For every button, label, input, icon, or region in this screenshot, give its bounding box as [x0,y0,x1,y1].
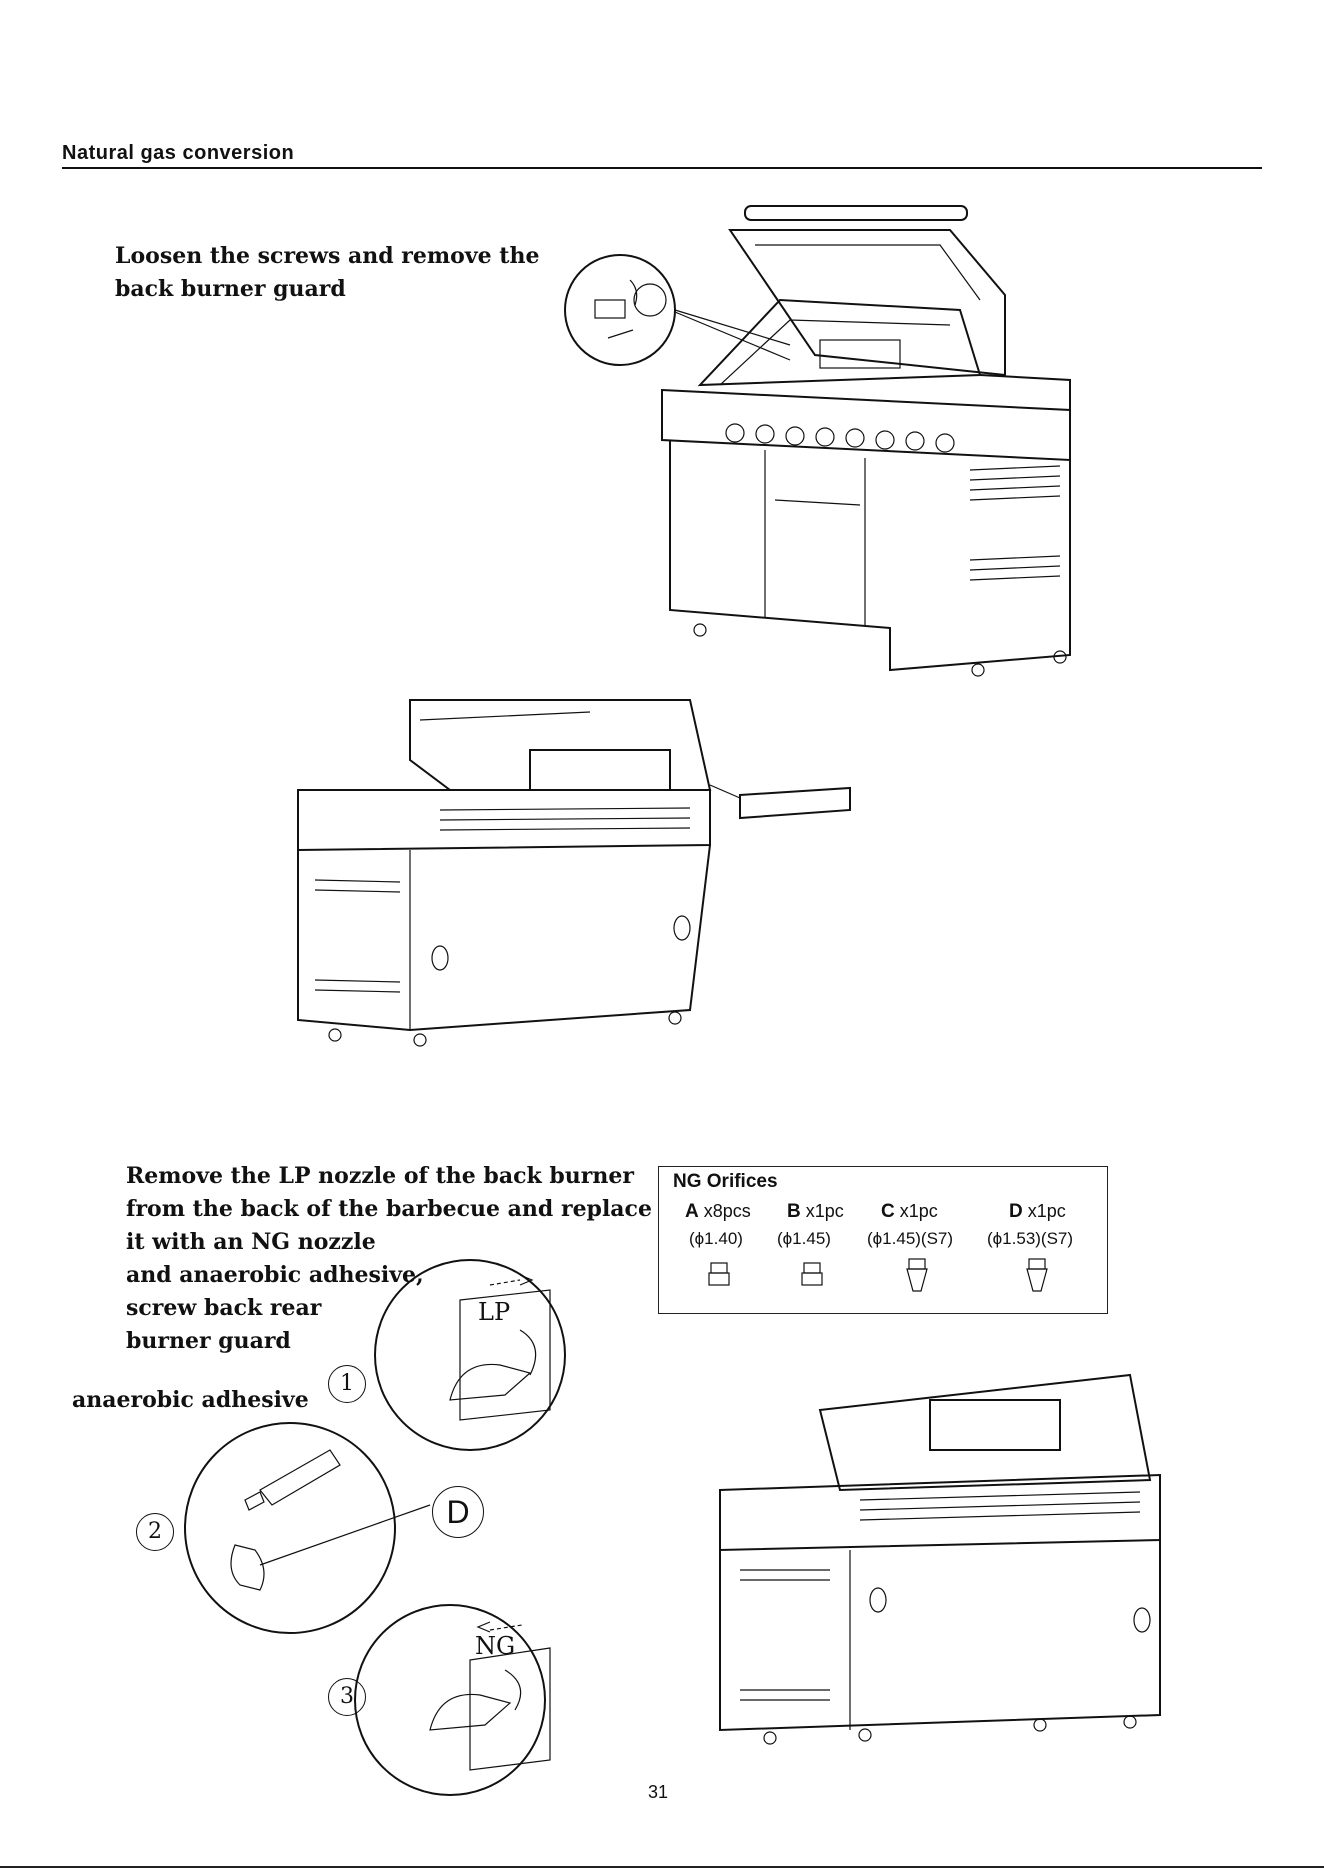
section-title: Natural gas conversion [62,142,295,164]
adhesive-detail-circle [184,1422,396,1634]
step2-line-2: from the back of the barbecue and replac… [126,1196,652,1222]
orifice-size-b: (ϕ1.45) [777,1229,831,1248]
orifice-size-d: (ϕ1.53)(S7) [987,1229,1074,1248]
orifice-qty: x1pc [805,1201,844,1221]
step1-line-2: back burner guard [115,276,346,302]
nozzle-b-icon [801,1262,823,1286]
step-callout-2: 2 [136,1513,174,1551]
orifice-d-callout-label: D [446,1494,470,1530]
orifice-size-c: (ϕ1.45)(S7) [867,1229,954,1248]
ng-label: NG [475,1632,516,1660]
orifice-size-a: (ϕ1.40) [689,1229,743,1248]
orifice-d-callout: D [432,1486,484,1538]
step1-line-1: Loosen the screws and remove the [115,243,540,269]
orifice-letter: D [1009,1201,1023,1222]
orifice-qty: x8pcs [703,1201,751,1221]
orifice-letter: C [881,1201,895,1222]
orifice-letter: A [685,1201,699,1222]
orifice-item-c: C x1pc [881,1201,938,1223]
orifice-letter: B [787,1201,801,1222]
step-callout-1: 1 [328,1365,366,1403]
nozzle-c-icon [906,1258,928,1292]
step-callout-2-label: 2 [148,1519,162,1544]
step-callout-3-label: 3 [340,1684,354,1709]
grill-front-illustration [564,205,1071,677]
step2-line-6: burner guard [126,1328,291,1354]
step2-line-3: it with an NG nozzle [126,1229,376,1255]
grill-reassembled-illustration [719,1373,1161,1745]
step2-line-4: and anaerobic adhesive, [126,1262,424,1288]
ng-orifices-title: NG Orifices [673,1171,778,1192]
nozzle-replacement-illustration [184,1259,566,1796]
step-callout-1-label: 1 [340,1371,354,1396]
grill-back-illustration [297,699,851,1047]
footer-divider [0,1866,1324,1868]
orifice-nozzle-icons [708,1258,1048,1292]
adhesive-label: anaerobic adhesive [72,1387,309,1413]
orifice-qty: x1pc [1027,1201,1066,1221]
step2-line-1: Remove the LP nozzle of the back burner [126,1163,634,1189]
step2-instruction: Remove the LP nozzle of the back burner … [126,1160,652,1358]
lp-label: LP [478,1298,511,1326]
nozzle-a-icon [708,1262,730,1286]
orifice-item-d: D x1pc [1009,1201,1066,1223]
section-divider [62,167,1262,169]
page-number: 31 [648,1782,669,1802]
orifice-qty: x1pc [899,1201,938,1221]
orifice-item-a: A x8pcs [685,1201,751,1223]
step-callout-3: 3 [328,1678,366,1716]
step2-line-5: screw back rear [126,1295,322,1321]
step1-instruction: Loosen the screws and remove the back bu… [115,240,575,306]
ng-orifices-box: NG Orifices A x8pcs (ϕ1.40) B x1pc (ϕ1.4… [658,1166,1108,1314]
screw-detail-circle [564,254,676,366]
nozzle-d-icon [1026,1258,1048,1292]
lp-detail-circle [374,1259,566,1451]
orifice-item-b: B x1pc [787,1201,844,1223]
